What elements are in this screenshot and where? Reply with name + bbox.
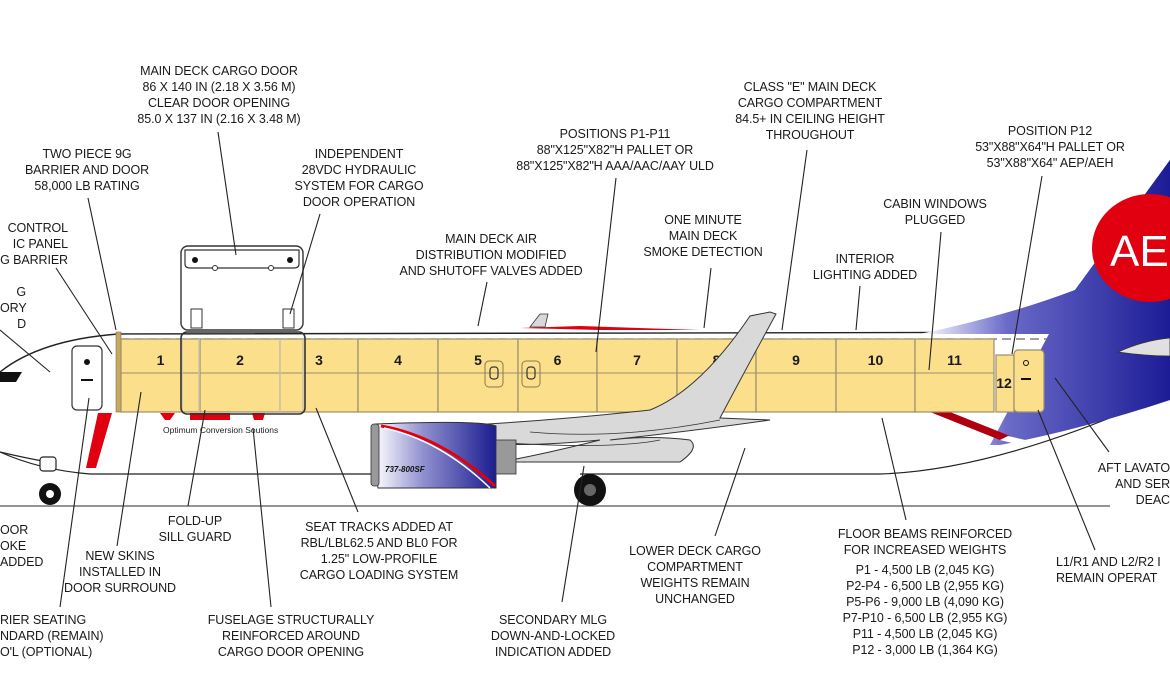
- callout-hydraulic-system: INDEPENDENT 28VDC HYDRAULIC SYSTEM FOR C…: [294, 147, 424, 209]
- floor-weight-p1: P1 - 4,500 LB (2,045 KG): [855, 563, 995, 577]
- cargo-position-10: 10: [835, 338, 916, 413]
- floor-weight-p11: P11 - 4,500 LB (2,045 KG): [852, 627, 998, 641]
- engine: 737-800SF: [370, 421, 517, 489]
- callout-lower-deck: LOWER DECK CARGO COMPARTMENT WEIGHTS REM…: [629, 544, 761, 606]
- callout-door-smoke: OOR OKE ADDED: [0, 523, 44, 569]
- callout-position-p12: POSITION P12 53"X88"X64"H PALLET OR 53"X…: [975, 124, 1125, 170]
- cargo-positions: 123456789101112: [120, 338, 1045, 413]
- cargo-position-label: 10: [868, 352, 884, 368]
- callout-class-e: CLASS "E" MAIN DECK CARGO COMPARTMENT 84…: [735, 80, 885, 142]
- callout-courier-seating: RIER SEATING NDARD (REMAIN) O'L (OPTIONA…: [0, 613, 104, 659]
- cargo-position-12: 12: [995, 349, 1045, 413]
- main-landing-gear: [574, 474, 606, 506]
- callout-cabin-windows: CABIN WINDOWS PLUGGED: [883, 197, 987, 227]
- overwing-exit-2: [521, 360, 541, 388]
- callout-two-piece-barrier: TWO PIECE 9G BARRIER AND DOOR 58,000 LB …: [24, 147, 150, 193]
- cargo-position-3: 3: [279, 338, 359, 413]
- floor-weight-p7-p10: P7-P10 - 6,500 LB (2,955 KG): [842, 611, 1008, 625]
- forward-entry-door: [71, 345, 103, 411]
- cargo-position-label: 11: [947, 352, 962, 368]
- cargo-position-label: 2: [236, 352, 244, 368]
- callout-lavatory: G ORY D: [0, 285, 27, 331]
- nose-landing-gear: [39, 483, 61, 505]
- cargo-position-label: 3: [315, 352, 323, 368]
- leader-lines: [0, 131, 1110, 608]
- floor-weight-p2-p4: P2-P4 - 6,500 LB (2,955 KG): [846, 579, 1004, 593]
- callout-interior-lighting: INTERIOR LIGHTING ADDED: [812, 252, 918, 282]
- cargo-position-1: 1: [120, 338, 201, 413]
- overwing-exit-1: [484, 360, 504, 388]
- barrier: [115, 331, 122, 413]
- cargo-position-label: 7: [633, 352, 641, 368]
- callout-fuselage-reinforced: FUSELAGE STRUCTURALLY REINFORCED AROUND …: [207, 613, 375, 659]
- cargo-position-label: 4: [394, 352, 402, 368]
- cargo-position-label: 9: [792, 352, 800, 368]
- cargo-position-9: 9: [755, 338, 837, 413]
- callout-smoke-detection: ONE MINUTE MAIN DECK SMOKE DETECTION: [643, 213, 763, 259]
- floor-weight-p12: P12 - 3,000 LB (1,364 KG): [852, 643, 998, 657]
- callout-positions-p1-p11: POSITIONS P1-P11 88"X125"X82"H PALLET OR…: [516, 127, 714, 173]
- callout-floor-beams: FLOOR BEAMS REINFORCED FOR INCREASED WEI…: [820, 526, 1030, 658]
- callout-sill-guard: FOLD-UP SILL GUARD: [158, 514, 232, 544]
- callout-seat-tracks: SEAT TRACKS ADDED AT RBL/LBL62.5 AND BL0…: [299, 520, 459, 582]
- callout-aft-lavatory: AFT LAVATO AND SER DEAC: [1097, 461, 1170, 507]
- cargo-position-label: 12: [996, 375, 1012, 391]
- cargo-position-label: 6: [554, 352, 562, 368]
- tail-logo-disc: [1092, 194, 1170, 302]
- cargo-position-2: 2: [199, 338, 281, 413]
- floor-weight-p5-p6: P5-P6 - 9,000 LB (4,090 KG): [846, 595, 1004, 609]
- main-deck-cargo-door: [180, 245, 306, 415]
- livery-stripe: [86, 413, 112, 468]
- cargo-position-4: 4: [357, 338, 439, 413]
- cargo-position-7: 7: [596, 338, 678, 413]
- tail-logo-text: AE: [1110, 227, 1169, 276]
- cargo-position-11: 11: [914, 338, 995, 413]
- callout-air-distribution: MAIN DECK AIR DISTRIBUTION MODIFIED AND …: [399, 232, 583, 278]
- callout-main-deck-cargo-door: MAIN DECK CARGO DOOR 86 X 140 IN (2.18 X…: [137, 64, 301, 126]
- cargo-position-label: 1: [157, 352, 165, 368]
- horizontal-stabilizer: [1116, 337, 1170, 357]
- wing: [437, 311, 777, 463]
- callout-l1r1-doors: L1/R1 AND L2/R2 I REMAIN OPERAT: [1056, 555, 1161, 585]
- cargo-position-5: 5: [437, 338, 519, 413]
- tail-livery: AE: [920, 160, 1170, 445]
- callout-new-skins: NEW SKINS INSTALLED IN DOOR SURROUND: [64, 549, 176, 595]
- cargo-position-6: 6: [517, 338, 598, 413]
- brand-text: Optimum Conversion Soutions: [163, 425, 278, 435]
- callout-control-panel: CONTROL IC PANEL G BARRIER: [0, 221, 68, 267]
- cargo-position-label: 5: [474, 352, 482, 368]
- callout-secondary-mlg: SECONDARY MLG DOWN-AND-LOCKED INDICATION…: [490, 613, 616, 659]
- engine-model-label: 737-800SF: [385, 465, 426, 474]
